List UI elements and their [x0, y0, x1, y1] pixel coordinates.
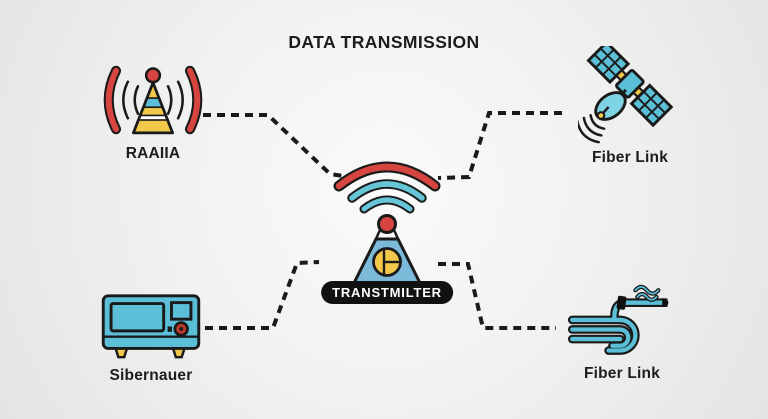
- satellite-icon: [578, 46, 674, 144]
- connector-top-left: [203, 113, 344, 178]
- node-label: RAAIIA: [125, 145, 181, 162]
- radio-receiver-icon: [101, 294, 201, 359]
- transmitter-badge-label: TRANSTMILTER: [332, 285, 442, 300]
- transmitter-badge: TRANSTMILTER: [321, 281, 453, 304]
- connector-top-right: [437, 111, 562, 180]
- node-label: Fiber Link: [591, 149, 669, 166]
- fiber-cable-icon: [567, 284, 669, 355]
- node-label: Sibernauer: [109, 367, 193, 384]
- node-fiber-cable: Fiber Link: [558, 274, 686, 383]
- node-satellite: Fiber Link: [566, 46, 694, 167]
- node-label: Fiber Link: [583, 365, 661, 382]
- node-radio-receiver: Sibernauer: [88, 288, 214, 385]
- node-transmitter: TRANSTMILTER: [317, 152, 457, 312]
- connector-bottom-right: [438, 262, 556, 330]
- connector-bottom-left: [205, 260, 320, 330]
- node-radio-antenna: RAAIIA: [88, 58, 218, 163]
- diagram-title: DATA TRANSMISSION: [288, 32, 480, 52]
- radio-antenna-icon: [103, 65, 203, 135]
- transmitter-tower-icon: [333, 161, 441, 295]
